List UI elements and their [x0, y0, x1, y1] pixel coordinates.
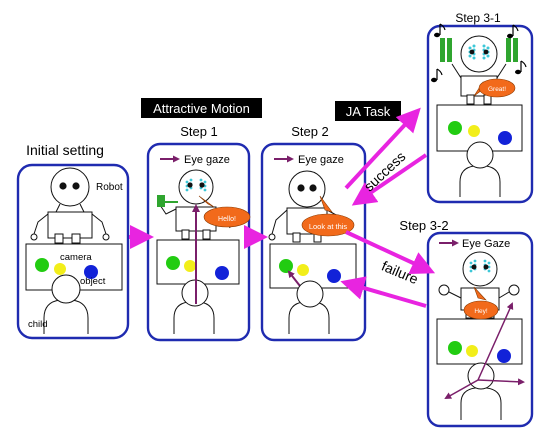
child-icon	[288, 280, 330, 334]
robot-icon	[440, 35, 518, 105]
speech-bubble-text: Hey!	[474, 308, 488, 315]
yellow-ball	[297, 264, 309, 276]
panel-step-1: Eye gaze Hello	[146, 142, 251, 342]
music-note-icon	[507, 24, 519, 39]
flow-arrow-back-from-step3-1	[351, 153, 428, 206]
green-ball	[448, 341, 462, 355]
title-step-3-1: Step 3-1	[455, 11, 501, 25]
label-camera: camera	[60, 252, 92, 263]
speech-bubble: Hey!	[463, 286, 499, 320]
blue-ball	[498, 131, 512, 145]
panel-step-3-2: Eye Gaze Hey!	[426, 231, 534, 428]
label-object: object	[80, 276, 106, 287]
title-step-2: Step 2	[291, 124, 329, 139]
panel-step-2: Eye gaze Look at this	[260, 142, 367, 342]
blue-ball	[497, 349, 511, 363]
blue-ball	[215, 266, 229, 280]
flow-arrow-back-from-step3-2	[340, 276, 427, 308]
yellow-ball	[466, 345, 478, 357]
speech-bubble-text: Hello!	[218, 216, 236, 223]
blue-ball	[84, 265, 98, 279]
speech-bubble-text: Great!	[488, 86, 506, 93]
title-step-3-2: Step 3-2	[399, 218, 448, 233]
flow-arrow-failure	[345, 230, 436, 275]
svg-text:Attractive Motion: Attractive Motion	[153, 101, 250, 116]
speech-bubble: Hello!	[198, 195, 251, 228]
label-child: child	[28, 319, 48, 330]
yellow-ball	[468, 125, 480, 137]
panel-initial-setting: Robot camera object child	[16, 163, 130, 340]
label-robot: Robot	[96, 182, 123, 193]
gaze-label: Eye Gaze	[462, 238, 510, 250]
yellow-ball	[54, 263, 66, 275]
panel-step-3-1: Great!	[426, 24, 534, 204]
header-attractive-motion: Attractive Motion	[141, 98, 262, 118]
gaze-arrow	[477, 378, 525, 386]
gaze-arrow	[477, 302, 514, 381]
music-note-icon	[434, 23, 446, 38]
child-icon	[459, 141, 501, 197]
green-ball	[166, 256, 180, 270]
gaze-arrow	[444, 379, 479, 399]
music-note-icon	[431, 68, 443, 83]
speech-bubble: Look at this	[301, 195, 355, 237]
gaze-label: Eye gaze	[184, 154, 230, 166]
gaze-arrow	[287, 270, 301, 287]
header-ja-task: JA Task	[335, 101, 401, 121]
yellow-ball	[184, 260, 196, 272]
music-note-icon	[515, 60, 527, 75]
green-ball	[35, 258, 49, 272]
green-ball	[279, 259, 293, 273]
speech-bubble: Great!	[473, 78, 516, 98]
robot-icon	[30, 167, 110, 244]
blue-ball	[327, 269, 341, 283]
gaze-label: Eye gaze	[298, 154, 344, 166]
green-ball	[448, 121, 462, 135]
svg-text:JA Task: JA Task	[346, 104, 391, 119]
title-initial-setting: Initial setting	[26, 142, 104, 158]
child-icon	[43, 274, 89, 334]
flow-arrow-success	[344, 107, 421, 190]
title-step-1: Step 1	[180, 124, 218, 139]
speech-bubble-text: Look at this	[309, 222, 348, 231]
